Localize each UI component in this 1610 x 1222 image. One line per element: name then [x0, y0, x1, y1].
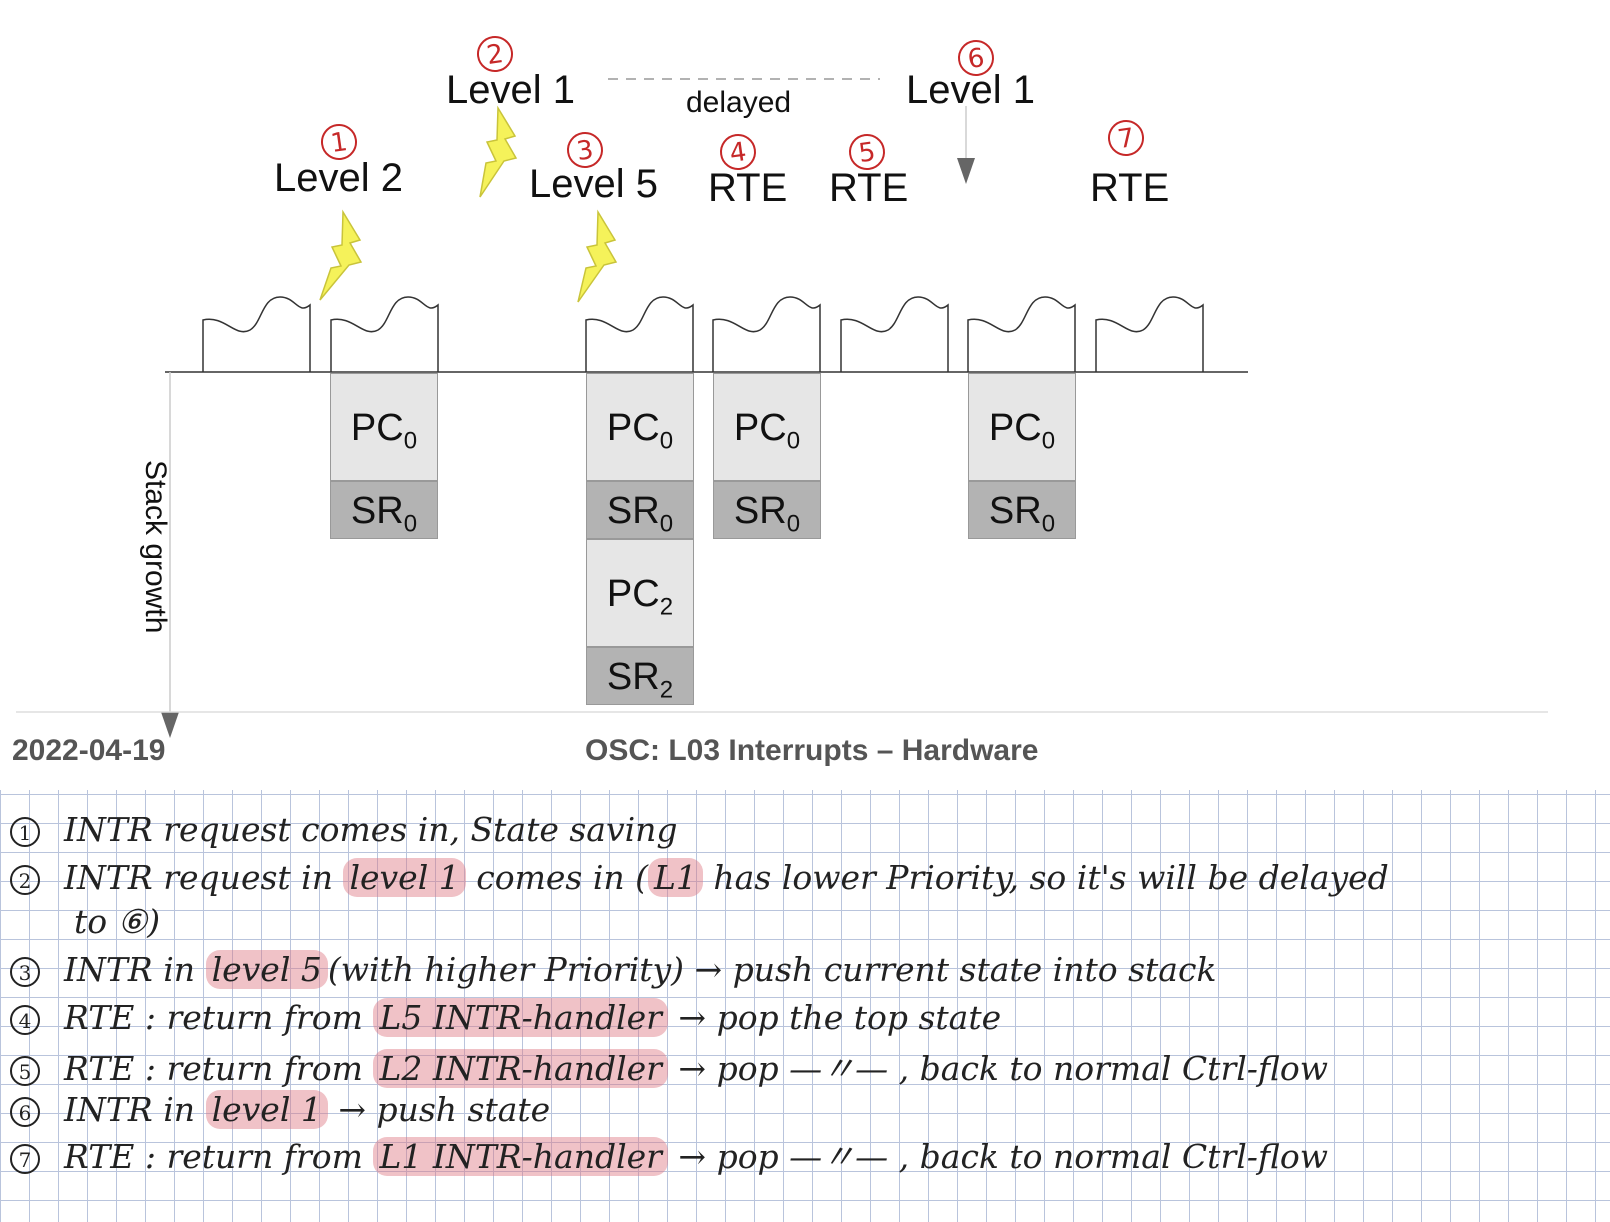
note-text: INTR request in — [64, 858, 344, 897]
note-marker: 4 — [10, 1005, 40, 1035]
note-text: comes in ( — [465, 858, 649, 897]
stack-sr2: SR2 — [586, 647, 694, 705]
stack-sr0: SR0 — [713, 481, 821, 539]
note-text: INTR in — [64, 950, 206, 989]
note-highlight: L1 — [648, 858, 703, 897]
event-label-rte-4: RTE — [708, 166, 788, 210]
program-wave-2 — [330, 296, 439, 372]
note-line: 7 RTE : return from L1 INTR-handler → pop… — [0, 1130, 1328, 1178]
note-text: INTR in — [64, 1090, 206, 1129]
note-line: 5 RTE : return from L2 INTR-handler → pop… — [0, 1042, 1328, 1090]
event-label-rte-7: RTE — [1090, 166, 1170, 210]
note-text: → pop the top state — [667, 998, 1002, 1037]
note-line: 1 INTR request comes in, State saving — [0, 810, 678, 849]
note-marker: 7 — [10, 1144, 40, 1174]
level1-arrowhead — [957, 158, 975, 184]
event-label-level2: Level 2 — [274, 156, 403, 200]
note-text: RTE : return from — [64, 1049, 374, 1088]
note-line: 6 INTR in level 1 → push state — [0, 1090, 550, 1129]
slide-title: OSC: L03 Interrupts – Hardware — [585, 734, 1039, 767]
note-line: 2 INTR request in level 1 comes in (L1 ha… — [0, 858, 1389, 897]
note-text: has lower Priority, so it's will be dela… — [702, 858, 1389, 897]
event-label-level1-delayed: Level 1 — [906, 68, 1035, 112]
note-text: to ⑥) — [74, 902, 161, 941]
stack-pc0: PC0 — [713, 373, 821, 481]
stack-sr0: SR0 — [586, 481, 694, 539]
lightning-icon-level1 — [479, 105, 518, 198]
program-wave-3 — [585, 296, 694, 372]
timeline-diagram — [16, 78, 1548, 738]
stack-pc2: PC2 — [586, 539, 694, 647]
slide-date: 2022-04-19 — [12, 734, 166, 767]
note-text: (with higher Priority) → push current st… — [327, 950, 1217, 989]
program-wave-5 — [840, 296, 949, 372]
note-highlight: level 1 — [343, 858, 466, 897]
note-highlight: L1 INTR-handler — [373, 1137, 668, 1176]
stack-growth-label: Stack growth — [139, 460, 172, 634]
note-text: → pop —〃— , back to normal Ctrl-flow — [667, 1137, 1329, 1176]
program-wave-4 — [712, 296, 821, 372]
stack-pc0: PC0 — [968, 373, 1076, 481]
note-highlight: L5 INTR-handler — [373, 998, 668, 1037]
note-highlight: level 5 — [205, 950, 328, 989]
event-label-level5: Level 5 — [529, 162, 658, 206]
event-label-level1: Level 1 — [446, 68, 575, 112]
lightning-icon-level5 — [577, 209, 618, 303]
note-text: INTR request comes in, State saving — [64, 810, 678, 849]
note-line: 4 RTE : return from L5 INTR-handler → pop… — [0, 998, 1001, 1037]
note-text: → push state — [327, 1090, 551, 1129]
stack-axis-arrowhead — [161, 712, 179, 738]
note-highlight: L2 INTR-handler — [373, 1049, 668, 1088]
note-marker: 3 — [10, 957, 40, 987]
note-text: RTE : return from — [64, 1137, 374, 1176]
note-marker: 2 — [10, 865, 40, 895]
lightning-icon-level2 — [319, 209, 363, 301]
note-highlight: level 1 — [205, 1090, 328, 1129]
program-wave-6 — [967, 296, 1076, 372]
stack-sr0: SR0 — [330, 481, 438, 539]
note-text: → pop —〃— , back to normal Ctrl-flow — [667, 1049, 1329, 1088]
delayed-label: delayed — [686, 86, 792, 119]
note-marker: 1 — [10, 817, 40, 847]
stack-pc0: PC0 — [330, 373, 438, 481]
note-marker: 6 — [10, 1097, 40, 1127]
event-label-rte-5: RTE — [829, 166, 909, 210]
note-marker: 5 — [10, 1056, 40, 1086]
stack-pc0: PC0 — [586, 373, 694, 481]
note-line: 3 INTR in level 5(with higher Priority) →… — [0, 950, 1216, 989]
program-wave-7 — [1095, 296, 1204, 372]
stack-sr0: SR0 — [968, 481, 1076, 539]
note-text: RTE : return from — [64, 998, 374, 1037]
note-line: to ⑥) — [74, 902, 160, 941]
program-wave-1 — [202, 296, 311, 372]
